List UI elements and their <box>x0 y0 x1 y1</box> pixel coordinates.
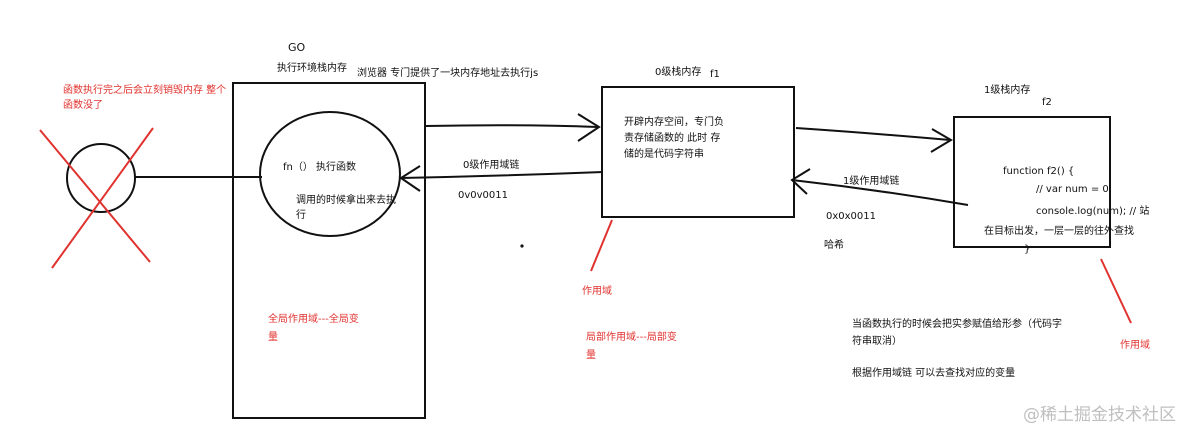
stack1-code-line-2: // var num = 0; <box>1036 184 1113 195</box>
stack1-box <box>953 116 1111 248</box>
destroyed-note: 函数执行完之后会立刻销毁内存 整个函数没了 <box>63 85 227 111</box>
scope-chain-0-address: 0v0v0011 <box>458 190 509 201</box>
stack0-scope-label: 作用域 <box>582 286 612 297</box>
stack1-code-line-1: function f2() { <box>1003 166 1075 177</box>
arrow-scope-chain-1 <box>790 168 969 206</box>
stack1-scope-label: 作用域 <box>1120 340 1150 351</box>
stack0-box <box>601 86 795 218</box>
fn-call-note: 调用的时候拿出来去执行 <box>296 195 396 221</box>
arg-passing-note: 当函数执行的时候会把实参赋值给形参（代码字符串取消） <box>852 319 1062 347</box>
stack0-name: f1 <box>710 69 720 80</box>
stack1-code-line-4: 在目标出发，一层一层的往外查找 <box>984 226 1134 237</box>
stray-dot <box>520 244 524 248</box>
arrow-scope-chain-0 <box>399 165 604 192</box>
fn-ellipse <box>259 111 401 237</box>
destroyed-cross-line-b <box>51 127 154 269</box>
browser-note: 浏览器 专门提供了一块内存地址去执行js <box>357 68 539 79</box>
scope-pointer-f1 <box>590 219 613 272</box>
scope-chain-0-label: 0级作用域链 <box>463 160 520 171</box>
stack1-name: f2 <box>1042 97 1052 108</box>
go-subtitle: 执行环境栈内存 <box>277 63 347 74</box>
watermark: @稀土掘金技术社区 <box>1023 405 1176 425</box>
lookup-note: 根据作用域链 可以去查找对应的变量 <box>852 368 1016 379</box>
scope-pointer-f2 <box>1100 258 1132 324</box>
local-scope-label: 局部作用域---局部变量 <box>586 332 677 361</box>
global-scope-label: 全局作用域---全局变量 <box>268 314 359 343</box>
stack0-title: 0级栈内存 <box>655 67 702 78</box>
go-stack-box <box>232 82 426 419</box>
stack0-body: 开辟内存空间，专门负责存储函数的 此时 存储的是代码字符串 <box>624 117 724 160</box>
stack1-title: 1级栈内存 <box>984 85 1031 96</box>
arrow-f1-to-f2 <box>795 127 953 153</box>
fn-call-line: fn（） 执行函数 <box>283 162 357 173</box>
go-label: GO <box>288 41 306 54</box>
arrow-go-to-f1 <box>425 113 601 142</box>
stack1-code-line-5: } <box>1024 244 1031 255</box>
hash-label: 哈希 <box>824 240 844 251</box>
scope-chain-1-address: 0x0x0011 <box>826 211 877 222</box>
destroyed-cross-line-a <box>39 129 151 263</box>
scope-chain-1-label: 1级作用域链 <box>843 176 900 187</box>
stack1-code-line-3: console.log(num); // 站 <box>1036 206 1150 217</box>
